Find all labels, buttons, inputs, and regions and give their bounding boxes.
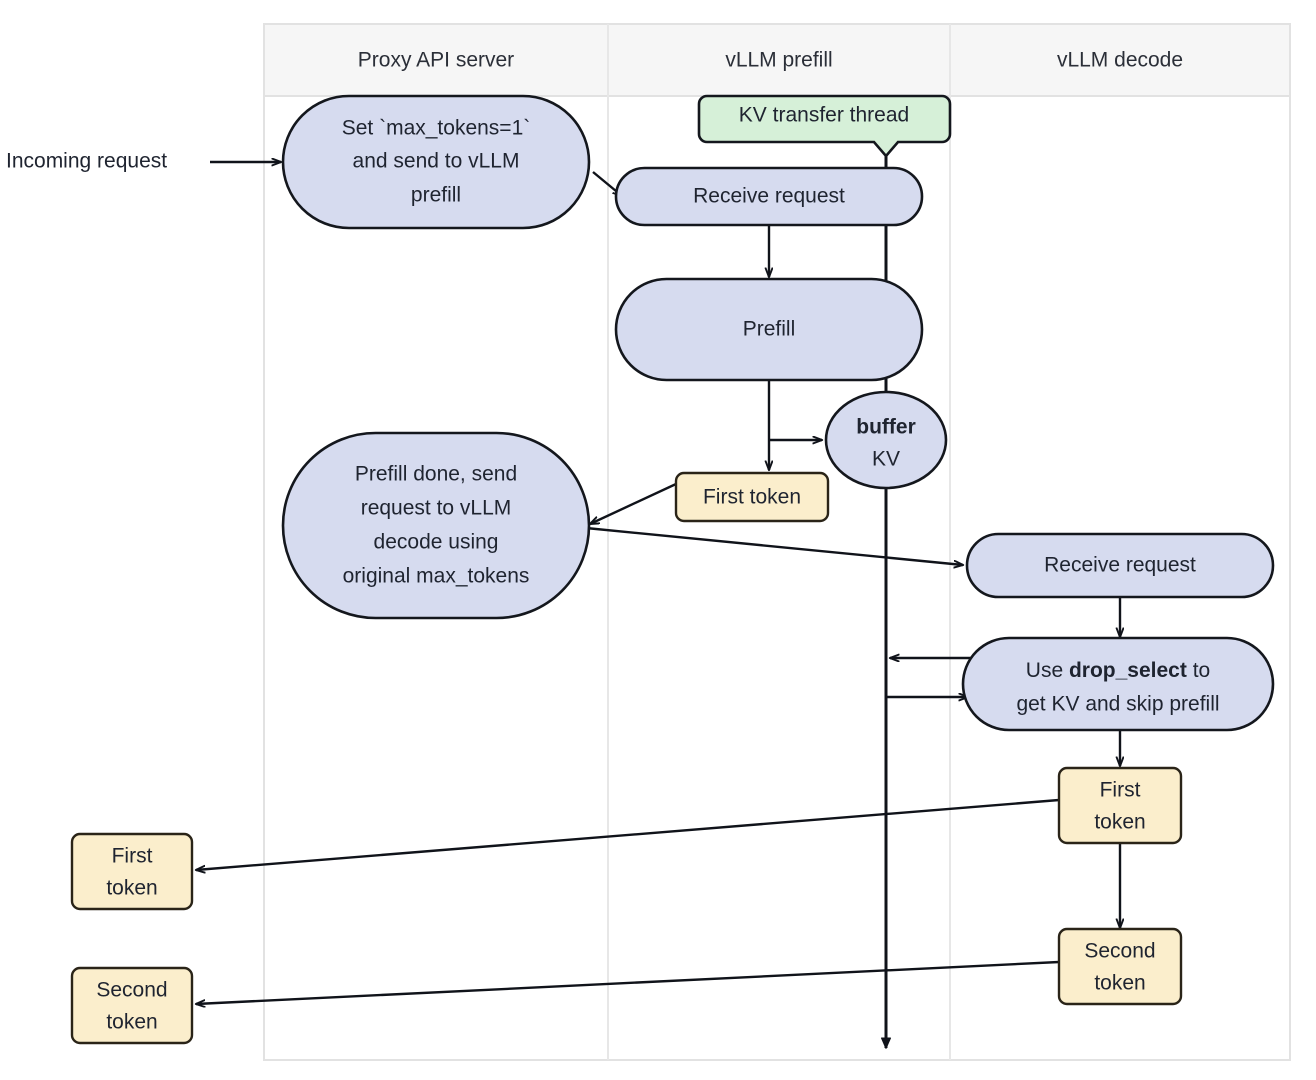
node-line-1: Prefill done, send — [355, 463, 517, 486]
node-line-2: token — [1094, 972, 1145, 995]
note-label: KV transfer thread — [739, 104, 909, 127]
node-line-1: Second — [96, 979, 167, 1002]
node-line-2: request to vLLM — [361, 497, 512, 520]
note-shape — [697, 94, 952, 158]
edge-first-token-to-prefill-done — [590, 482, 677, 526]
node-decode-second-token[interactable]: Second token — [1057, 927, 1183, 1006]
node-prefill[interactable]: Prefill — [614, 277, 924, 382]
lane-title-prefill: vLLM prefill — [725, 49, 832, 72]
node-line-1: Second — [1084, 940, 1155, 963]
node-line-2: token — [106, 877, 157, 900]
node-output-second-token[interactable]: Second token — [70, 966, 194, 1045]
node-line-1: Set `max_tokens=1` — [342, 117, 531, 140]
node-output-first-token[interactable]: First token — [70, 832, 194, 911]
node-buffer-kv[interactable]: buffer KV — [824, 390, 948, 490]
node-line-1: Use drop_select to — [1026, 659, 1210, 682]
node-line-1: First — [112, 845, 153, 868]
node-shape — [70, 966, 194, 1045]
node-line-2: token — [106, 1011, 157, 1034]
node-decode-receive-request[interactable]: Receive request — [965, 532, 1275, 599]
node-shape — [1057, 766, 1183, 845]
node-set-max-tokens[interactable]: Set `max_tokens=1` and send to vLLM pref… — [281, 94, 591, 230]
node-shape — [614, 277, 924, 382]
node-label: Receive request — [1044, 554, 1196, 577]
lane-title-decode: vLLM decode — [1057, 49, 1183, 72]
node-prefill-done[interactable]: Prefill done, send request to vLLM decod… — [281, 431, 591, 620]
node-line-1: First — [1100, 779, 1141, 802]
node-shape — [70, 832, 194, 911]
node-label: Prefill — [743, 318, 796, 341]
edge-prefill-done-to-decode-receive — [585, 526, 963, 565]
node-shape — [281, 94, 591, 230]
lane-title-proxy: Proxy API server — [358, 49, 514, 72]
node-label-buffer: buffer — [856, 416, 916, 439]
node-shape — [1057, 927, 1183, 1006]
label-incoming-request: Incoming request — [6, 150, 167, 173]
drop-select-prefix: Use — [1026, 659, 1069, 682]
node-prefill-receive-request[interactable]: Receive request — [614, 166, 924, 227]
node-label: First token — [703, 486, 801, 509]
node-line-3: decode using — [374, 531, 499, 554]
node-shape — [961, 636, 1275, 732]
drop-select-suffix: to — [1187, 659, 1210, 682]
edge-decode-first-token-to-output — [196, 798, 1060, 870]
edge-decode-second-token-to-output — [196, 960, 1060, 1004]
node-shape — [614, 166, 924, 227]
node-drop-select[interactable]: Use drop_select to get KV and skip prefi… — [961, 636, 1275, 732]
node-shape — [965, 532, 1275, 599]
node-prefill-first-token[interactable]: First token — [674, 471, 830, 523]
node-label-kv: KV — [872, 448, 900, 471]
node-line-3: prefill — [411, 184, 461, 207]
node-decode-first-token[interactable]: First token — [1057, 766, 1183, 845]
node-label: Receive request — [693, 185, 845, 208]
node-shape — [674, 471, 830, 523]
node-line-2: and send to vLLM — [353, 150, 520, 173]
drop-select-keyword: drop_select — [1069, 659, 1187, 682]
node-line-4: original max_tokens — [343, 565, 530, 588]
lane-header-band — [263, 23, 1291, 97]
node-shape — [824, 390, 948, 490]
node-line-2: token — [1094, 811, 1145, 834]
node-line-2: get KV and skip prefill — [1016, 693, 1219, 716]
node-kv-transfer-thread[interactable]: KV transfer thread — [697, 94, 952, 158]
node-shape — [281, 431, 591, 620]
